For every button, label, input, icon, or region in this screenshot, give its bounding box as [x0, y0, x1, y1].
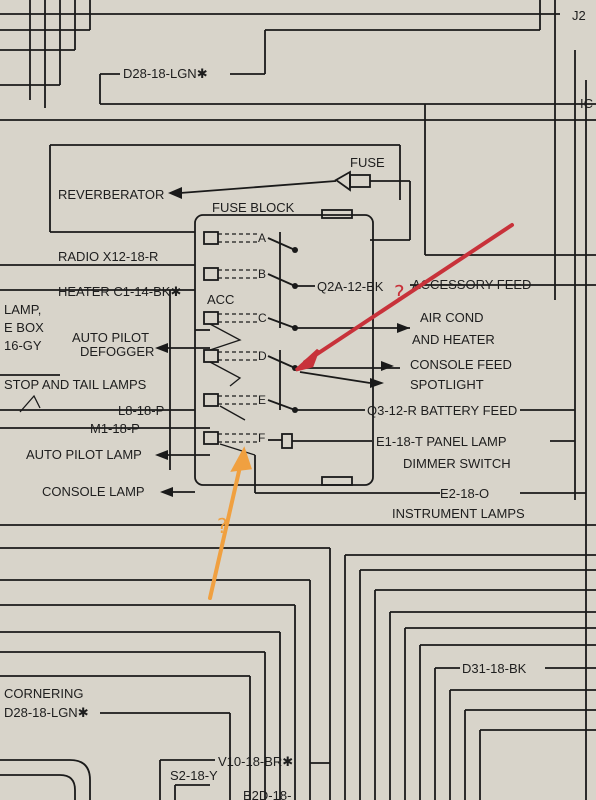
label-fuse-b: B: [258, 267, 266, 281]
red-question-mark: ?: [394, 281, 405, 305]
fuse-slot-b: [203, 267, 219, 281]
label-auto-pilot-lamp: AUTO PILOT LAMP: [26, 447, 142, 462]
label-v10: V10-18-BR✱: [218, 754, 293, 769]
label-m1: M1-18-P: [90, 421, 140, 436]
fuse-slot-a: [203, 231, 219, 245]
label-fuse-f: F: [258, 431, 265, 445]
orange-question-mark: ?: [217, 514, 228, 538]
label-radio: RADIO X12-18-R: [58, 249, 158, 264]
label-q3: Q3-12-R BATTERY FEED: [367, 403, 517, 418]
label-j2: J2: [572, 8, 586, 23]
label-d28-bottom: D28-18-LGN✱: [4, 705, 89, 720]
label-s2: S2-18-Y: [170, 768, 218, 783]
label-ic: IC: [580, 96, 593, 111]
label-stop-tail: STOP AND TAIL LAMPS: [4, 377, 147, 392]
label-e2: E2-18-O: [440, 486, 489, 501]
label-console-feed: CONSOLE FEED: [410, 357, 512, 372]
label-console-lamp: CONSOLE LAMP: [42, 484, 145, 499]
label-auto-pilot: AUTO PILOT: [72, 330, 149, 345]
label-fuse-a: A: [258, 231, 266, 245]
label-and-heater: AND HEATER: [412, 332, 495, 347]
fuse-slot-d: [203, 349, 219, 363]
label-fuse-block: FUSE BLOCK: [212, 200, 295, 215]
label-d28-top: D28-18-LGN✱: [123, 66, 208, 81]
bottom-wiring: [0, 524, 596, 800]
label-fuse: FUSE: [350, 155, 385, 170]
fuse-block-tab-bottom: [321, 476, 353, 486]
reverberator-arrow: [168, 187, 182, 199]
label-air-cond: AIR COND: [420, 310, 484, 325]
label-fuse-d: D: [258, 349, 267, 363]
label-cornering: CORNERING: [4, 686, 83, 701]
label-fuse-e: E: [258, 393, 266, 407]
fuse-symbol: [334, 170, 351, 192]
fuse-block-tab-top: [321, 209, 353, 219]
label-accessory-feed: ACCESSORY FEED: [412, 277, 531, 292]
fuse-slot-f: [203, 431, 219, 445]
label-q2a: Q2A-12-BK: [317, 279, 384, 294]
fuse-assembly: [49, 144, 411, 241]
labels: J2 D28-18-LGN✱ IC FUSE REVERBERATOR FUSE…: [4, 8, 593, 800]
fuse-block: [194, 209, 430, 494]
label-spotlight: SPOTLIGHT: [410, 377, 484, 392]
label-acc: ACC: [207, 292, 234, 307]
label-box-partial: E BOX: [4, 320, 44, 335]
label-gy-partial: 16-GY: [4, 338, 42, 353]
label-heater: HEATER C1-14-BK✱: [58, 284, 181, 299]
label-reverberator: REVERBERATOR: [58, 187, 164, 202]
red-arrow-annotation: ?: [294, 223, 514, 372]
label-defogger: DEFOGGER: [80, 344, 154, 359]
label-b2d: B2D-18-: [243, 788, 291, 800]
fuse-block-outline: [194, 214, 374, 486]
fuse-slot-e: [203, 393, 219, 407]
label-lamp-partial: LAMP,: [4, 302, 41, 317]
label-dimmer: DIMMER SWITCH: [403, 456, 511, 471]
label-d31: D31-18-BK: [462, 661, 527, 676]
fuse-body: [349, 174, 371, 188]
right-wiring: [370, 284, 596, 494]
label-l8: L8-18-P: [118, 403, 164, 418]
label-e1: E1-18-T PANEL LAMP: [376, 434, 507, 449]
label-instrument-lamps: INSTRUMENT LAMPS: [392, 506, 525, 521]
label-fuse-c: C: [258, 311, 267, 325]
orange-arrow-annotation: ?: [208, 446, 253, 600]
fuse-slot-c: [203, 311, 219, 325]
left-wiring: [0, 231, 210, 497]
